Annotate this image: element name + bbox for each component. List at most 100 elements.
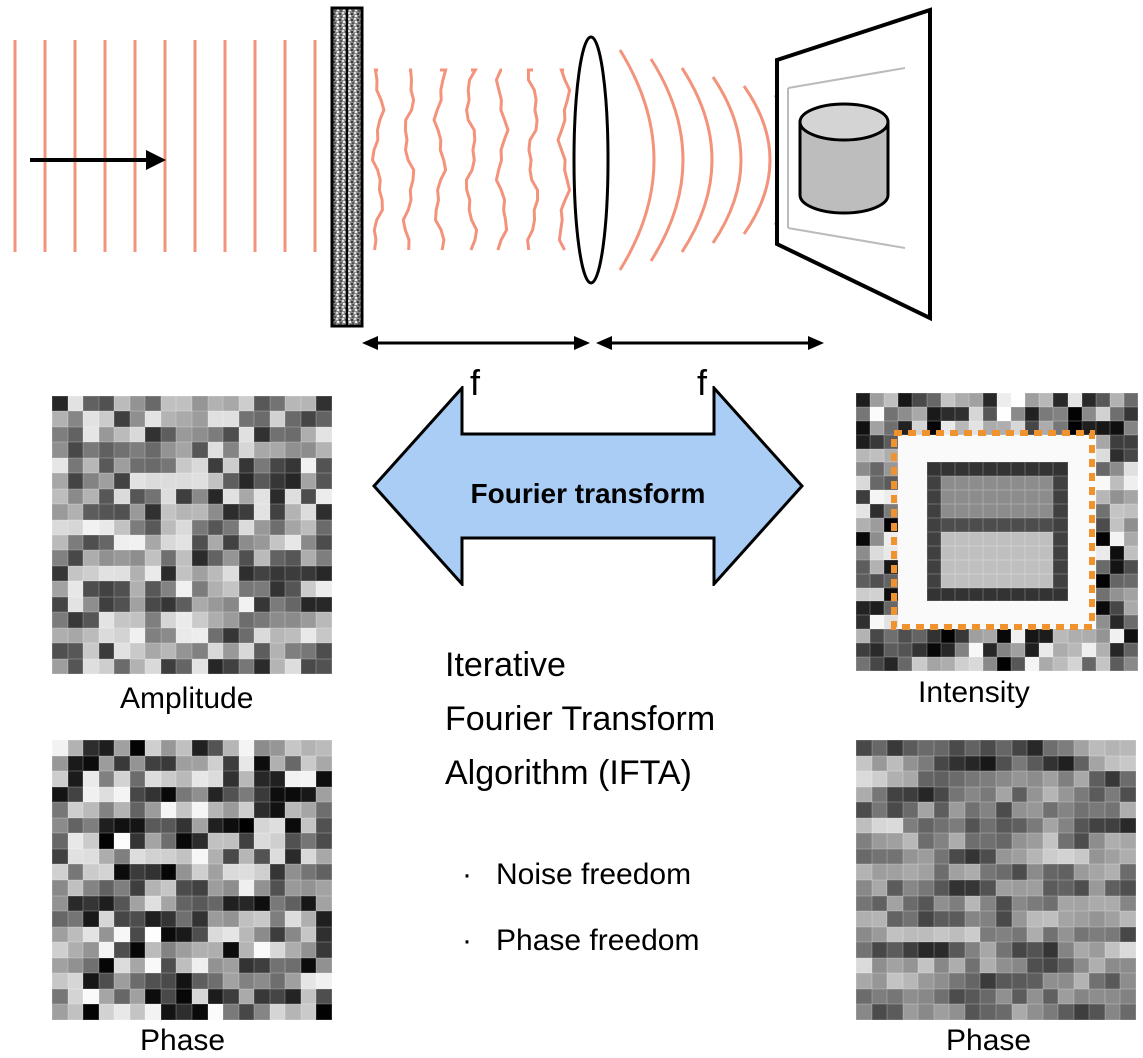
- pixel-cell: [1089, 817, 1105, 834]
- pixel-cell: [285, 519, 301, 535]
- pixel-cell: [160, 596, 177, 613]
- pixel-cell: [129, 802, 146, 818]
- pixel-cell: [176, 895, 192, 912]
- pixel-cell: [300, 565, 317, 582]
- pixel-cell: [223, 396, 239, 412]
- output-intensity-map: [856, 393, 1138, 671]
- pixel-cell: [870, 559, 885, 574]
- pixel-cell: [145, 488, 161, 505]
- pixel-cell: [997, 643, 1012, 658]
- pixel-cell: [207, 911, 224, 927]
- pixel-cell: [145, 926, 161, 943]
- pixel-cell: [67, 1004, 84, 1020]
- pixel-cell: [129, 627, 146, 644]
- pixel-cell: [160, 988, 177, 1005]
- pixel-cell: [98, 848, 115, 865]
- pixel-cell: [898, 601, 913, 616]
- pixel-cell: [98, 1004, 115, 1020]
- pixel-cell: [67, 957, 84, 974]
- pixel-cell: [1120, 802, 1136, 818]
- pixel-cell: [982, 462, 997, 477]
- pixel-cell: [83, 535, 99, 551]
- pixel-cell: [300, 988, 317, 1005]
- pixel-cell: [926, 504, 941, 519]
- pixel-cell: [1011, 559, 1026, 574]
- pixel-cell: [912, 601, 927, 616]
- pixel-cell: [912, 434, 927, 449]
- pixel-cell: [1025, 504, 1040, 519]
- pixel-cell: [887, 848, 903, 865]
- pixel-cell: [83, 488, 99, 505]
- pixel-cell: [285, 786, 301, 803]
- pixel-cell: [1073, 864, 1090, 880]
- pixel-cell: [1120, 817, 1136, 834]
- pixel-cell: [940, 559, 955, 574]
- pixel-cell: [285, 771, 301, 787]
- pixel-cell: [1042, 926, 1059, 943]
- pixel-cell: [980, 988, 996, 1005]
- pixel-cell: [926, 434, 941, 449]
- pixel-cell: [98, 535, 115, 551]
- pixel-cell: [1027, 802, 1043, 818]
- pixel-cell: [145, 848, 161, 865]
- pixel-cell: [980, 864, 996, 880]
- pixel-cell: [871, 879, 888, 896]
- pixel-cell: [1120, 911, 1136, 927]
- pixel-cell: [316, 658, 332, 674]
- pixel-cell: [98, 488, 115, 505]
- pixel-cell: [982, 393, 997, 407]
- pixel-cell: [1039, 587, 1054, 602]
- pixel-cell: [316, 895, 332, 912]
- pixel-cell: [176, 771, 192, 787]
- pixel-cell: [997, 393, 1012, 407]
- pixel-cell: [980, 942, 996, 958]
- pixel-cell: [1039, 448, 1054, 463]
- pixel-cell: [98, 740, 115, 756]
- pixel-cell: [52, 596, 68, 613]
- pixel-cell: [1011, 434, 1026, 449]
- pixel-cell: [129, 488, 146, 505]
- pixel-cell: [129, 771, 146, 787]
- pixel-cell: [238, 550, 255, 566]
- pixel-cell: [285, 942, 301, 958]
- pixel-cell: [871, 771, 888, 787]
- pixel-cell: [1104, 988, 1121, 1005]
- pixel-cell: [191, 396, 208, 412]
- pixel-cell: [933, 895, 950, 912]
- pixel-cell: [1109, 657, 1124, 671]
- pixel-cell: [870, 615, 885, 630]
- pixel-cell: [176, 596, 192, 613]
- pixel-cell: [129, 442, 146, 458]
- pixel-cell: [269, 457, 286, 474]
- pixel-cell: [285, 926, 301, 943]
- pixel-cell: [933, 755, 950, 772]
- pixel-cell: [902, 771, 919, 787]
- pixel-cell: [67, 612, 84, 628]
- pixel-cell: [1073, 802, 1090, 818]
- pixel-cell: [995, 786, 1012, 803]
- pixel-cell: [238, 740, 255, 756]
- pixel-cell: [114, 802, 130, 818]
- pixel-cell: [1042, 740, 1059, 756]
- pixel-cell: [129, 817, 146, 834]
- pixel-cell: [238, 802, 255, 818]
- pixel-cell: [1109, 504, 1124, 519]
- pixel-cell: [1011, 393, 1026, 407]
- pixel-cell: [176, 1004, 192, 1020]
- pixel-cell: [912, 629, 927, 644]
- pixel-cell: [52, 771, 68, 787]
- pixel-cell: [145, 833, 161, 849]
- pixel-cell: [968, 504, 983, 519]
- pixel-cell: [300, 457, 317, 474]
- pixel-cell: [856, 504, 871, 519]
- pixel-cell: [1095, 587, 1110, 602]
- pixel-cell: [223, 473, 239, 489]
- pixel-cell: [254, 565, 270, 582]
- pixel-cell: [176, 504, 192, 520]
- pixel-cell: [129, 411, 146, 427]
- pixel-cell: [902, 802, 919, 818]
- pixel-cell: [1027, 864, 1043, 880]
- pixel-cell: [269, 848, 286, 865]
- pixel-cell: [997, 504, 1012, 519]
- pixel-cell: [67, 926, 84, 943]
